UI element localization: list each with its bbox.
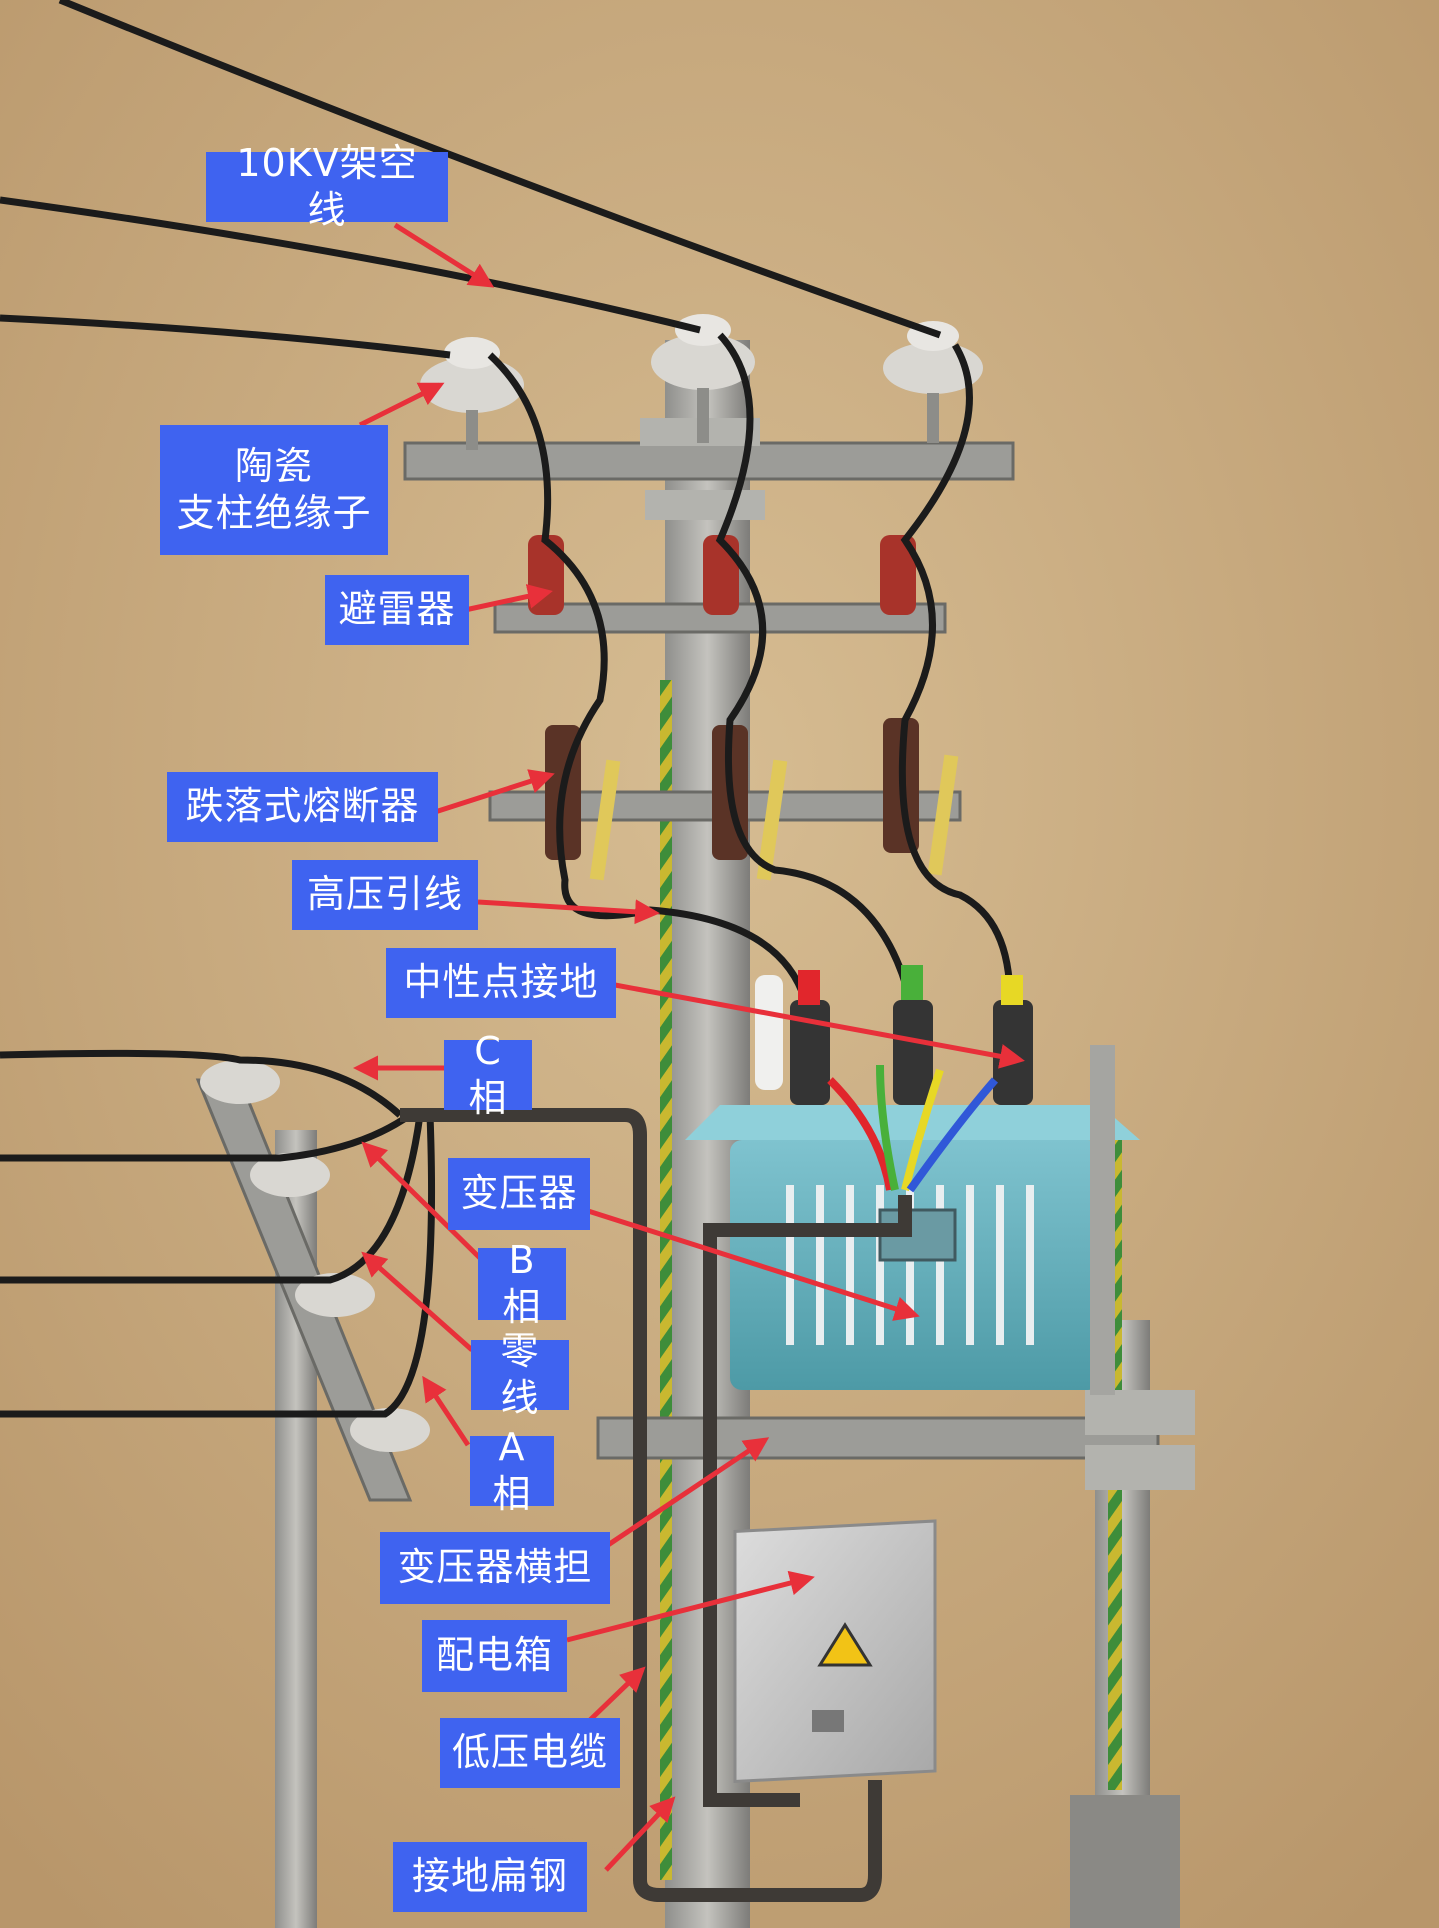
pole-clamp-2: [645, 490, 765, 520]
lv-insulators: [200, 1060, 430, 1452]
transformer-crossarm-beam: [596, 1416, 1160, 1460]
label-distribution-box: 配电箱: [422, 1620, 567, 1692]
lv-cable: [400, 1108, 912, 1902]
label-overhead-line: 10KV架空线: [206, 141, 448, 232]
crossarm-clamp-right-2: [1085, 1445, 1195, 1490]
bracket-right: [1090, 1045, 1115, 1395]
label-neutral-ground: 中性点接地: [386, 948, 616, 1018]
label-insulator: 陶瓷 支柱绝缘子: [160, 425, 388, 555]
overhead-lines: [0, 0, 942, 359]
label-hv-lead: 高压引线: [292, 860, 478, 930]
support-pole-base: [1070, 1795, 1180, 1928]
callout-arrows: [353, 222, 1025, 1872]
label-phase-c: C相: [444, 1029, 532, 1120]
transformer-tank: [685, 1105, 1140, 1390]
hv-leads: [487, 332, 1014, 1002]
crossarm-clamp-right: [1085, 1390, 1195, 1435]
label-fuse: 跌落式熔断器: [167, 772, 438, 842]
top-crossarm: [403, 441, 1015, 481]
lv-lines: [0, 1049, 436, 1418]
label-transformer: 变压器: [448, 1158, 590, 1230]
label-lv-cable: 低压电缆: [440, 1718, 620, 1788]
label-transformer-crossarm: 变压器横担: [380, 1532, 610, 1604]
label-phase-a: A相: [470, 1425, 554, 1516]
label-arrester: 避雷器: [325, 575, 469, 645]
lv-leads: [827, 1064, 999, 1193]
label-neutral-line: 零线: [471, 1329, 569, 1420]
distribution-box-body: [733, 1519, 937, 1784]
label-ground-flat-steel: 接地扁钢: [393, 1842, 587, 1912]
label-phase-b: B相: [478, 1238, 566, 1329]
ceramic-insulators: [420, 314, 983, 450]
ground-wire-main: [660, 680, 672, 1880]
